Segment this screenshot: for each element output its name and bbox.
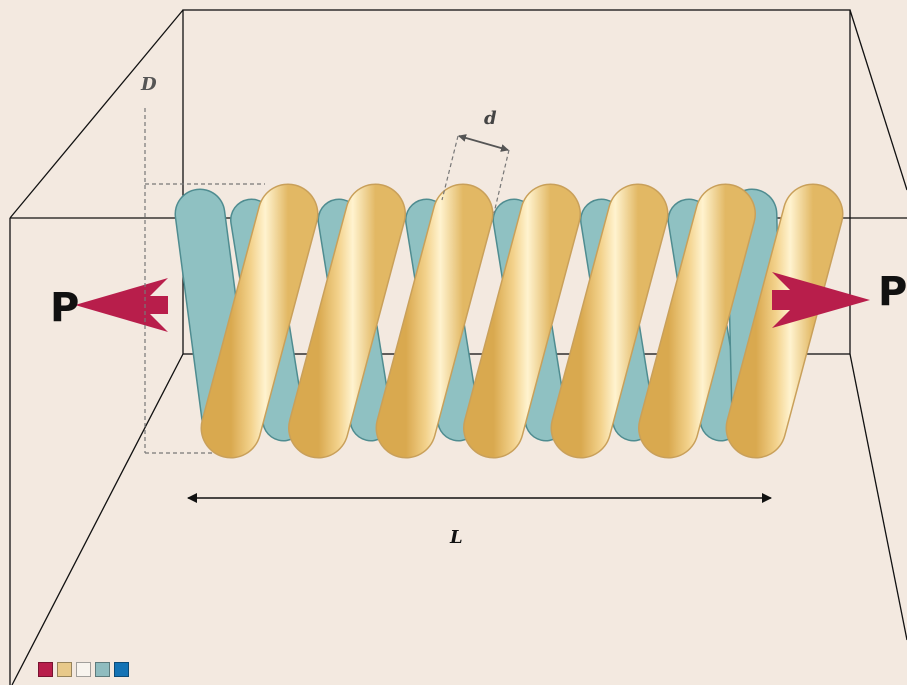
front-coil-6: [639, 185, 755, 457]
wire-diameter-dimension: [441, 134, 510, 214]
diameter-dimension: [144, 108, 265, 454]
force-arrow-left: [75, 278, 168, 332]
front-coil-4: [464, 185, 580, 457]
wire-diameter-label: d: [484, 108, 497, 129]
wire-diameter-arrow: [458, 134, 509, 152]
legend-swatch-force: [38, 662, 53, 677]
box-edge-top-left: [9, 9, 184, 219]
box-edge-top-right: [849, 9, 907, 191]
force-label-right: P: [878, 269, 907, 315]
legend-swatch-back-coil: [95, 662, 110, 677]
color-legend: [38, 662, 129, 677]
spring-front-coils: [200, 183, 844, 459]
length-label: L: [449, 527, 463, 548]
front-coil-2: [289, 185, 405, 457]
front-coil-3: [377, 185, 492, 457]
legend-swatch-background: [76, 662, 91, 677]
force-arrow-right: [772, 272, 870, 328]
legend-swatch-front-coil: [57, 662, 72, 677]
box-edge-bottom-right: [849, 353, 907, 641]
box-edge-bottom-left: [11, 353, 184, 685]
legend-swatch-accent: [114, 662, 129, 677]
front-coil-5: [552, 185, 667, 457]
diameter-label: D: [140, 74, 157, 95]
front-coil-1: [202, 185, 317, 457]
force-label-left: P: [50, 285, 79, 331]
